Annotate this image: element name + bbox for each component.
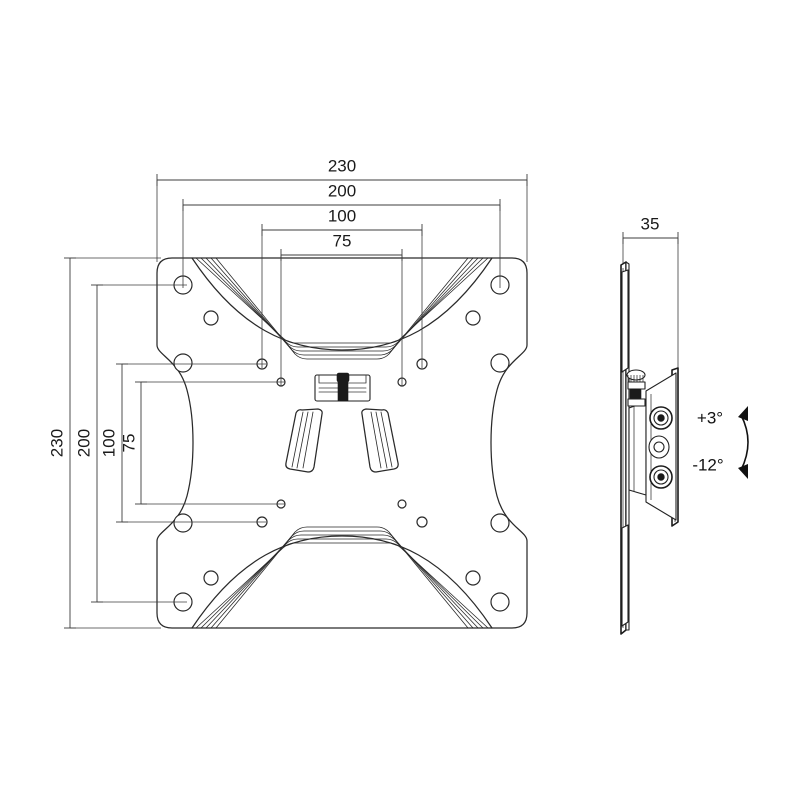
top-stiffening-rib xyxy=(195,257,489,360)
horizontal-dimension-75: 75 xyxy=(280,231,403,386)
tilt-range-arrow-icon xyxy=(738,406,749,479)
safety-lock-clamp xyxy=(314,372,371,402)
bracket-arms xyxy=(285,408,399,473)
dim-label-height-230: 230 xyxy=(47,429,66,457)
dim-label-depth-35: 35 xyxy=(641,214,660,233)
vertical-dimension-100: 100 xyxy=(99,363,266,523)
adjustment-knob xyxy=(626,369,646,407)
horizontal-dimension-200: 200 xyxy=(182,181,501,288)
dim-label-height-100: 100 xyxy=(99,429,118,457)
dim-label-height-75: 75 xyxy=(119,434,138,453)
dim-label-width-230: 230 xyxy=(328,156,356,175)
dim-label-width-100: 100 xyxy=(328,206,356,225)
bottom-stiffening-rib xyxy=(195,526,489,629)
dim-label-height-200: 200 xyxy=(74,429,93,457)
vertical-dimension-75: 75 xyxy=(119,381,285,505)
horizontal-dimension-100: 100 xyxy=(261,206,423,368)
tilt-mechanism xyxy=(628,372,677,521)
panel-edge-profile xyxy=(621,269,629,627)
vertical-dimension-230: 230 xyxy=(47,257,161,629)
front-view: 230 200 100 75 xyxy=(47,156,528,629)
vertical-dimension-200: 200 xyxy=(74,284,187,603)
auxiliary-holes xyxy=(203,310,481,586)
dim-label-width-200: 200 xyxy=(328,181,356,200)
mid-row-holes xyxy=(173,353,510,533)
side-view: 35 xyxy=(620,214,749,635)
dim-label-width-75: 75 xyxy=(333,231,352,250)
horizontal-dimension-230: 230 xyxy=(156,156,528,262)
tilt-down-label: -12° xyxy=(692,455,723,474)
tilt-angle-annotation: +3° -12° xyxy=(692,406,749,479)
tilt-up-label: +3° xyxy=(697,408,723,427)
